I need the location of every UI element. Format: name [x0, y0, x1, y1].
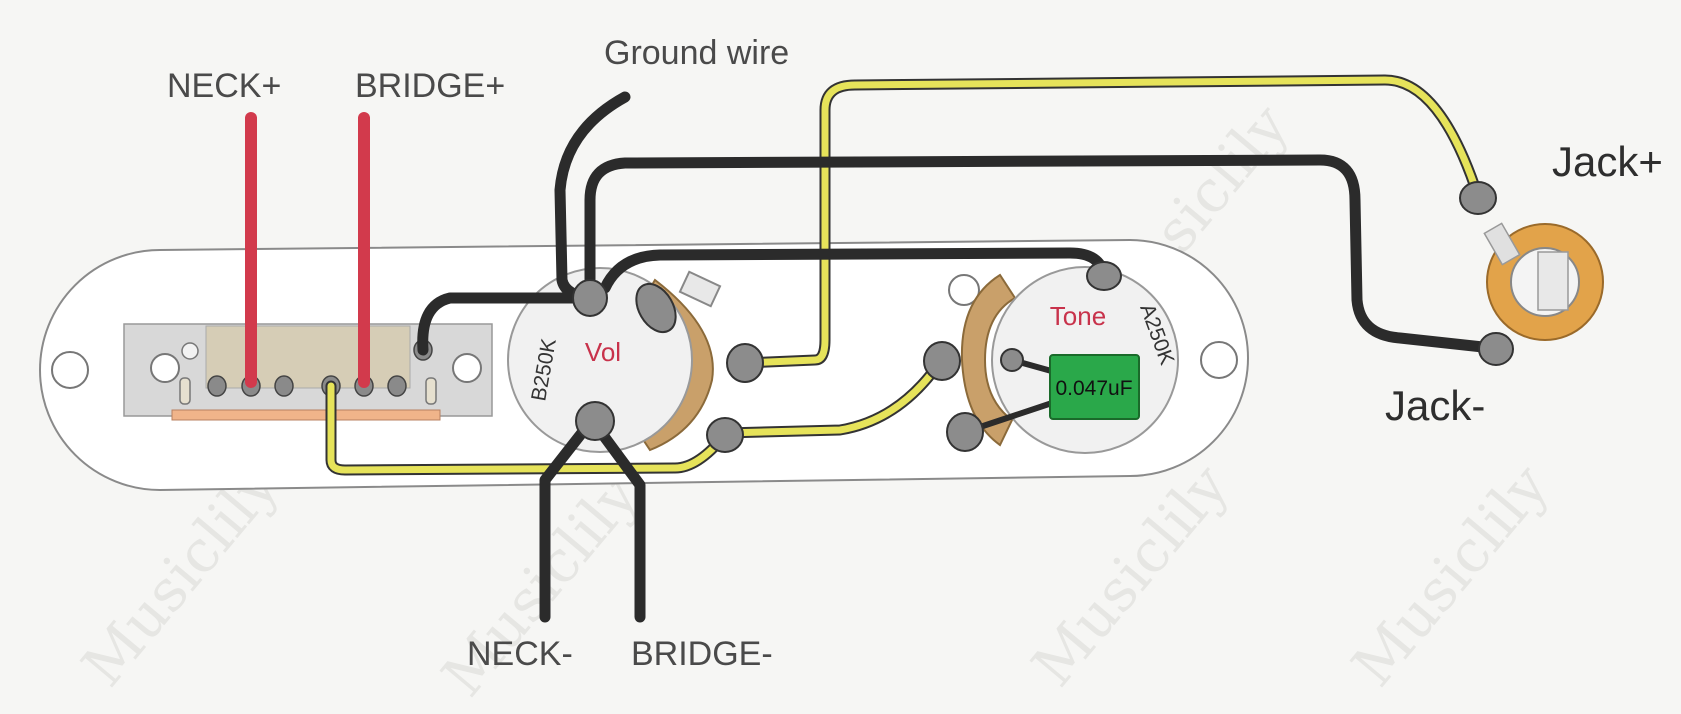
plate-screw-hole-right [1200, 341, 1238, 379]
jack-tip-lug [1459, 181, 1497, 215]
black-wire-switch-to-vol [417, 292, 596, 356]
jack-sleeve-lug [1478, 332, 1514, 366]
tone-ground-lug [946, 412, 984, 452]
vol-output-lug [726, 343, 764, 383]
selector-switch [123, 323, 493, 421]
vol-label: Vol [585, 337, 621, 367]
switch-lugs [179, 377, 437, 405]
output-jack [1483, 222, 1604, 341]
tone-label: Tone [1050, 301, 1106, 331]
bridge-plus-label: BRIDGE+ [355, 67, 505, 105]
bridge-minus-label: BRIDGE- [631, 635, 773, 673]
tone-case-ground [1086, 261, 1122, 291]
neck-plus-label: NECK+ [167, 67, 281, 105]
tone-cap-lug [1000, 348, 1024, 372]
solder-joints [572, 181, 1514, 453]
tone-input-lug [923, 341, 961, 381]
bridge-ground-wire [586, 414, 646, 623]
neck-minus-label: NECK- [467, 635, 573, 673]
capacitor [1049, 354, 1140, 420]
watermark-3: Musiclily [1019, 451, 1242, 699]
watermark-4: Musiclily [1339, 451, 1562, 699]
jack-plus-label: Jack+ [1552, 138, 1663, 185]
black-wire-vol-to-jack-sleeve [584, 154, 1498, 354]
jack-minus-label: Jack- [1385, 382, 1485, 429]
vol-bottom-lug [706, 417, 744, 453]
plate-screw-hole-left [51, 351, 89, 389]
capacitor-label: 0.047uF [1055, 377, 1132, 400]
vol-case-ground [635, 282, 677, 334]
wires [245, 74, 1498, 623]
vol-center-lug [572, 279, 608, 317]
ground-wire-label: Ground wire [604, 34, 789, 72]
vol-ground-lug [575, 401, 615, 441]
neck-ground-wire [539, 414, 598, 623]
tone-pot-mount-hole [948, 274, 980, 306]
